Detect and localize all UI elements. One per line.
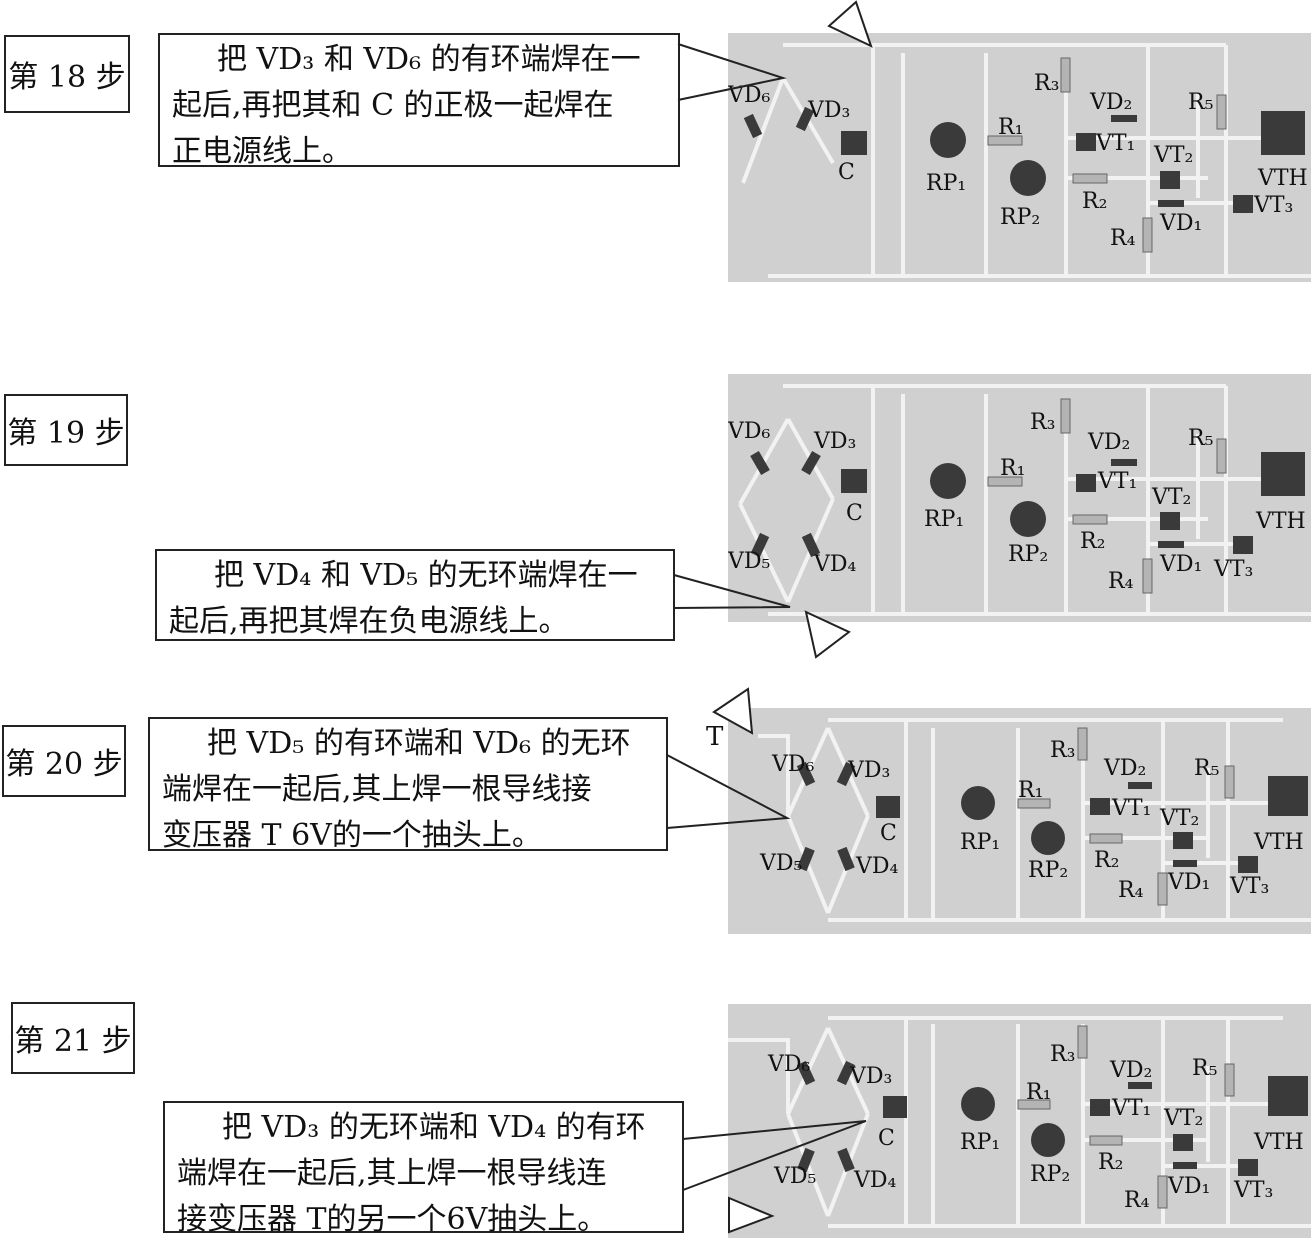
label-r2: R₂ (1080, 529, 1106, 554)
label-vd3: VD₃ (850, 1064, 893, 1089)
step-21-line-2: 端焊在一起后,其上焊一根导线连 (177, 1156, 607, 1191)
label-vd1: VD₁ (1168, 870, 1211, 895)
label-vd6: VD₆ (768, 1052, 811, 1077)
label-r3: R₃ (1050, 738, 1076, 763)
label-r5: R₅ (1188, 426, 1214, 451)
label-vd6: VD₆ (728, 419, 771, 444)
circuit-photo-step-19: VD₆ VD₃ VD₅ VD₄ C RP₁ RP₂ R₁ R₂ R₃ R₄ R₅… (728, 374, 1311, 622)
label-vd5: VD₅ (728, 549, 771, 574)
label-vth: VTH (1256, 509, 1306, 534)
step-20-instruction: 把 VD₅ 的有环端和 VD₆ 的无环 端焊在一起后,其上焊一根导线接 变压器 … (148, 717, 668, 853)
label-vd4: VD₄ (814, 552, 857, 577)
step-19-line-1: 把 VD₄ 和 VD₅ 的无环端焊在一 (214, 558, 638, 593)
step-19-instruction: 把 VD₄ 和 VD₅ 的无环端焊在一 起后,再把其焊在负电源线上。 (155, 549, 675, 641)
label-vt3: VT₃ (1234, 1178, 1274, 1203)
step-20-line-2: 端焊在一起后,其上焊一根导线接 (162, 772, 592, 807)
label-r2: R₂ (1082, 189, 1108, 214)
circuit-board-drawing (738, 384, 1311, 616)
circuit-photo-step-18: VD₆ VD₃ C RP₁ RP₂ R₁ R₂ R₃ R₄ R₅ VD₂ VT₁… (728, 33, 1311, 282)
label-vd1: VD₁ (1168, 1174, 1211, 1199)
label-r5: R₅ (1192, 1056, 1218, 1081)
label-rp2: RP₂ (1000, 205, 1041, 230)
label-vd3: VD₃ (814, 429, 857, 454)
label-r1: R₁ (1000, 456, 1026, 481)
label-vd2: VD₂ (1104, 756, 1147, 781)
label-r1: R₁ (1026, 1080, 1052, 1105)
label-vd5: VD₅ (774, 1164, 817, 1189)
step-21-line-3: 接变压器 T的另一个6V抽头上。 (177, 1202, 608, 1237)
label-rp1: RP₁ (960, 1130, 1001, 1155)
label-vd5: VD₅ (760, 851, 803, 876)
label-r3: R₃ (1030, 410, 1056, 435)
label-vt1: VT₁ (1112, 1096, 1152, 1121)
transformer-label: T (706, 722, 724, 752)
step-19-line-2: 起后,再把其焊在负电源线上。 (169, 604, 569, 639)
label-rp1: RP₁ (926, 171, 967, 196)
label-vd1: VD₁ (1160, 552, 1203, 577)
label-r5: R₅ (1188, 90, 1214, 115)
step-18-line-3: 正电源线上。 (172, 134, 352, 169)
label-vt2: VT₂ (1160, 806, 1200, 831)
label-vt1: VT₁ (1112, 796, 1152, 821)
label-r5: R₅ (1194, 756, 1220, 781)
label-vd3: VD₃ (848, 758, 891, 783)
label-rp2: RP₂ (1008, 542, 1049, 567)
label-vd2: VD₂ (1090, 90, 1133, 115)
label-vt2: VT₂ (1152, 485, 1192, 510)
step-21-instruction: 把 VD₃ 的无环端和 VD₄ 的有环 端焊在一起后,其上焊一根导线连 接变压器… (163, 1101, 684, 1237)
label-vt3: VT₃ (1230, 874, 1270, 899)
step-20-label: 第 20 步 (2, 725, 126, 797)
label-rp2: RP₂ (1028, 858, 1069, 883)
label-r4: R₄ (1108, 569, 1134, 594)
label-r3: R₃ (1034, 71, 1060, 96)
step-21-label: 第 21 步 (11, 1002, 135, 1074)
label-vt2: VT₂ (1154, 143, 1194, 168)
label-vth: VTH (1254, 1130, 1304, 1155)
label-c: C (838, 160, 855, 185)
step-18-instruction: 把 VD₃ 和 VD₆ 的有环端焊在一 起后,再把其和 C 的正极一起焊在 正电… (158, 33, 680, 169)
label-vt1: VT₁ (1096, 131, 1136, 156)
label-c: C (878, 1126, 895, 1151)
label-vt3: VT₃ (1214, 557, 1254, 582)
step-19-label: 第 19 步 (4, 394, 128, 466)
label-vth: VTH (1258, 166, 1308, 191)
label-r2: R₂ (1098, 1150, 1124, 1175)
label-vt3: VT₃ (1254, 193, 1294, 218)
label-vd6: VD₆ (728, 83, 771, 108)
label-vth: VTH (1254, 830, 1304, 855)
step-20-line-1: 把 VD₅ 的有环端和 VD₆ 的无环 (207, 726, 631, 761)
label-vd4: VD₄ (854, 1168, 897, 1193)
label-vt1: VT₁ (1098, 469, 1138, 494)
label-rp1: RP₁ (924, 507, 965, 532)
circuit-photo-step-20: VD₆ VD₃ VD₅ VD₄ C RP₁ RP₂ R₁ R₂ R₃ R₄ R₅… (728, 708, 1311, 934)
label-rp1: RP₁ (960, 830, 1001, 855)
label-c: C (846, 501, 863, 526)
label-r1: R₁ (1018, 778, 1044, 803)
label-vd6: VD₆ (772, 752, 815, 777)
circuit-board-drawing (741, 43, 1311, 278)
step-21-line-1: 把 VD₃ 的无环端和 VD₄ 的有环 (222, 1110, 646, 1145)
label-r4: R₄ (1118, 878, 1144, 903)
step-18-line-2: 起后,再把其和 C 的正极一起焊在 (172, 88, 614, 123)
step-18-label: 第 18 步 (4, 35, 130, 113)
step-20-line-3: 变压器 T 6V的一个抽头上。 (162, 818, 542, 853)
label-vd1: VD₁ (1160, 211, 1203, 236)
label-r1: R₁ (998, 115, 1024, 140)
label-vd2: VD₂ (1088, 430, 1131, 455)
label-r4: R₄ (1124, 1188, 1150, 1213)
label-vd4: VD₄ (856, 854, 899, 879)
label-vt2: VT₂ (1164, 1106, 1204, 1131)
circuit-board-drawing (758, 718, 1311, 922)
circuit-photo-step-21: VD₆ VD₃ VD₅ VD₄ C RP₁ RP₂ R₁ R₂ R₃ R₄ R₅… (728, 1004, 1311, 1238)
label-rp2: RP₂ (1030, 1162, 1071, 1187)
label-r4: R₄ (1110, 226, 1136, 251)
step-18-line-1: 把 VD₃ 和 VD₆ 的有环端焊在一 (217, 42, 641, 77)
label-vd3: VD₃ (808, 98, 851, 123)
circuit-board-drawing (728, 1016, 1311, 1228)
label-vd2: VD₂ (1110, 1058, 1153, 1083)
label-r3: R₃ (1050, 1042, 1076, 1067)
label-r2: R₂ (1094, 848, 1120, 873)
label-c: C (880, 821, 897, 846)
